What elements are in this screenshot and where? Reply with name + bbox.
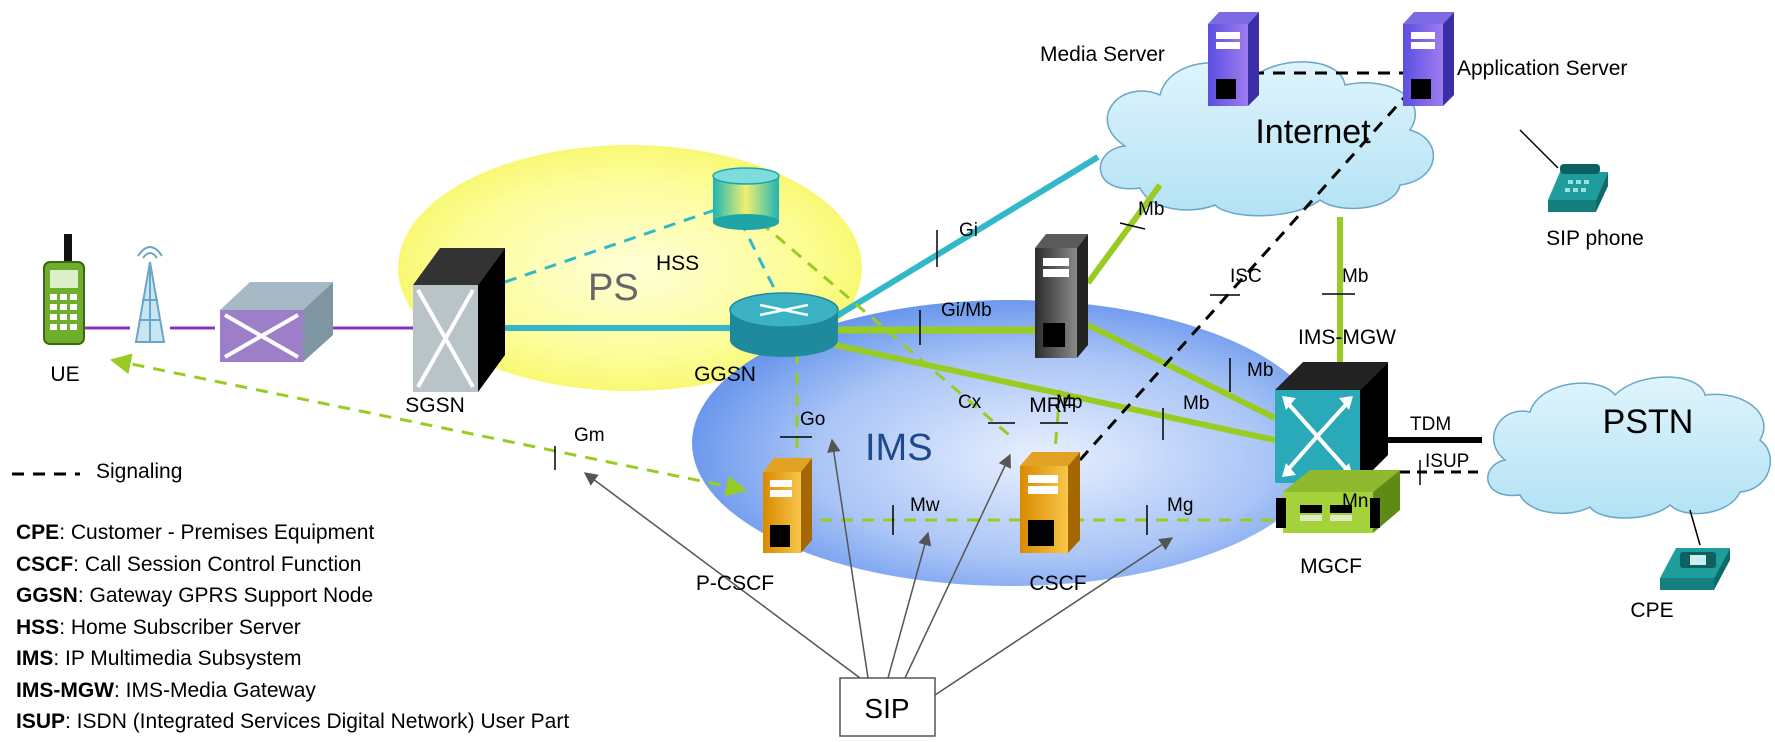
media-server-label: Media Server: [1040, 43, 1165, 66]
iface-isup: ISUP: [1425, 451, 1469, 472]
glossary-row: IMS-MGW: IMS-Media Gateway: [16, 675, 569, 707]
hss-database-icon: [712, 167, 780, 230]
glossary-term: IMS-MGW: [16, 678, 114, 702]
link-hss-sgsn: [504, 208, 716, 284]
iface-isc: ISC: [1230, 266, 1262, 287]
glossary-row: CSCF: Call Session Control Function: [16, 549, 569, 581]
glossary-row: GGSN: Gateway GPRS Support Node: [16, 580, 569, 612]
application-server-label: Application Server: [1457, 57, 1627, 80]
rnc-box-icon: [220, 282, 333, 362]
sip-box: [839, 677, 936, 737]
sip-phone-icon: [1548, 164, 1608, 212]
ue-phone-icon: [43, 234, 85, 345]
ims-domain-label: IMS: [865, 427, 933, 469]
glossary-legend: CPE: Customer - Premises Equipment CSCF:…: [16, 517, 569, 738]
sip-phone-label: SIP phone: [1546, 227, 1644, 250]
glossary-term: CSCF: [16, 552, 74, 576]
link-mrf-cscf: [1053, 389, 1062, 451]
ggsn-label: GGSN: [694, 363, 756, 386]
link-pstn-cpe: [1689, 509, 1701, 546]
sgsn-label: SGSN: [405, 394, 465, 417]
base-station-icon: [134, 246, 166, 343]
link-internet-sipphone: [1519, 129, 1559, 169]
iface-gi-mb: Gi/Mb: [941, 300, 992, 321]
mgcf-label: MGCF: [1300, 555, 1362, 578]
glossary-definition: : IMS-Media Gateway: [113, 678, 316, 702]
link-mrf-internet: [1085, 183, 1163, 285]
glossary-term: CPE: [16, 521, 60, 544]
ue-label: UE: [50, 363, 79, 386]
pcscf-label: P-CSCF: [696, 572, 774, 595]
glossary-row: IMS: IP Multimedia Subsystem: [16, 643, 569, 675]
cscf-label: CSCF: [1029, 572, 1086, 595]
link-ggsn-mgw: [834, 342, 1276, 443]
glossary-row: HSS: Home Subscriber Server: [16, 612, 569, 644]
glossary-definition: : IP Multimedia Subsystem: [53, 647, 302, 670]
iface-mn: Mn: [1342, 491, 1368, 512]
pcscf-server-icon: [763, 458, 812, 553]
glossary-row: CPE: Customer - Premises Equipment: [16, 517, 569, 549]
iface-mb-top: Mb: [1138, 199, 1164, 220]
iface-tdm: TDM: [1410, 414, 1451, 435]
ps-domain-label: PS: [588, 267, 639, 309]
internet-cloud: Internet: [1099, 61, 1435, 217]
sip-box-label: SIP: [864, 693, 909, 724]
ims-mgw-label: IMS-MGW: [1298, 326, 1396, 349]
iface-mb-right: Mb: [1342, 266, 1368, 287]
mrf-server-icon: [1035, 234, 1088, 358]
link-ggsn-internet: [833, 154, 1100, 320]
link-hss-ggsn: [738, 219, 782, 301]
ims-mgw-switch-icon: [1275, 362, 1388, 483]
glossary-definition: : Call Session Control Function: [73, 552, 362, 576]
internet-label: Internet: [1255, 113, 1371, 151]
iface-mp: Mp: [1056, 392, 1082, 413]
link-cscf-appserver: [1078, 78, 1422, 462]
hss-label: HSS: [656, 252, 699, 275]
sip-arrows: [583, 438, 1174, 696]
iface-gm: Gm: [574, 425, 605, 446]
iface-gi: Gi: [959, 220, 978, 241]
glossary-term: IMS: [16, 647, 54, 670]
cpe-phone-icon: [1660, 548, 1730, 590]
ggsn-router-icon: [729, 292, 839, 357]
link-hss-cscf: [759, 220, 1016, 442]
mgcf-gateway-icon: [1276, 470, 1400, 533]
glossary-term: HSS: [16, 615, 60, 639]
mrf-label: MRF: [1029, 394, 1075, 417]
iface-mg: Mg: [1167, 495, 1193, 516]
application-server-icon: [1403, 12, 1454, 106]
glossary-definition: : Home Subscriber Server: [59, 615, 301, 639]
pstn-label: PSTN: [1603, 403, 1694, 441]
sgsn-switch-icon: [413, 248, 505, 392]
cscf-server-icon: [1020, 452, 1080, 553]
iface-go: Go: [800, 409, 825, 430]
glossary-definition: : ISDN (Integrated Services Digital Netw…: [65, 710, 570, 733]
pstn-cloud: PSTN: [1487, 376, 1771, 519]
iface-mw: Mw: [910, 495, 940, 516]
glossary-definition: : Customer - Premises Equipment: [59, 521, 375, 544]
interface-ticks: [554, 222, 1421, 535]
link-ue-pcscf: [109, 353, 748, 497]
iface-mb-b: Mb: [1183, 393, 1209, 414]
glossary-term: GGSN: [16, 584, 78, 607]
cpe-label: CPE: [1630, 599, 1673, 622]
glossary-term: ISUP: [16, 710, 66, 733]
glossary-row: ISUP: ISDN (Integrated Services Digital …: [16, 706, 569, 738]
signaling-legend-label: Signaling: [96, 460, 182, 483]
media-server-icon: [1208, 12, 1259, 106]
iface-cx: Cx: [958, 392, 982, 413]
link-mrf-mgw: [1086, 322, 1277, 421]
glossary-definition: : Gateway GPRS Support Node: [77, 584, 374, 607]
ims-domain: [692, 300, 1328, 586]
iface-mb-a: Mb: [1247, 360, 1273, 381]
